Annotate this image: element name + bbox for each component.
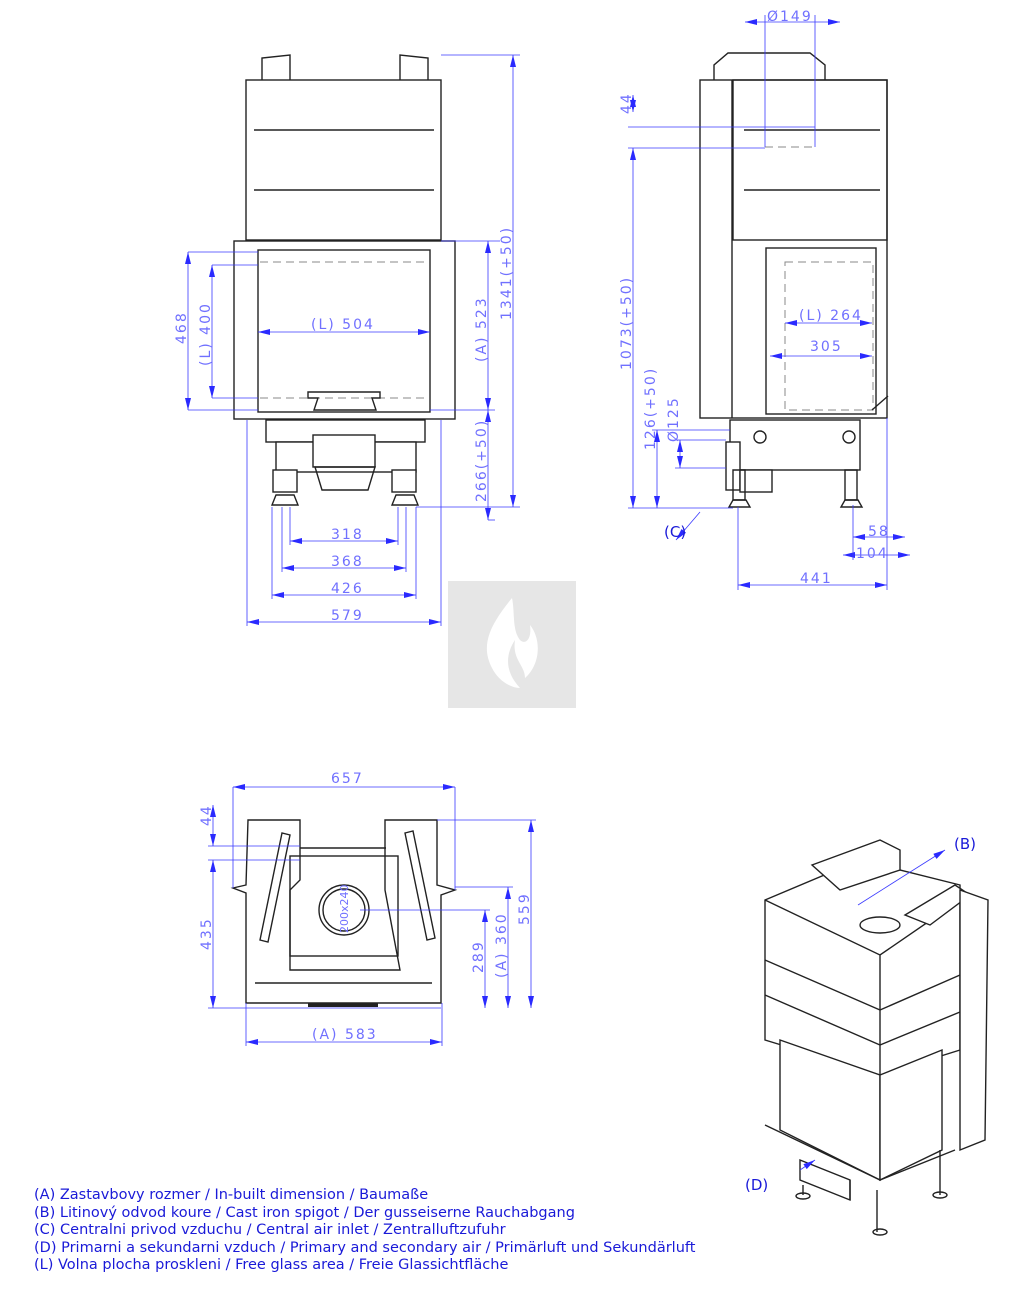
dim-58: 58: [868, 524, 890, 540]
isometric-view: [764, 839, 989, 1236]
top-view: [230, 819, 458, 1007]
legend-item-c: (C) Centralni privod vzduchu / Central a…: [34, 1222, 506, 1239]
dim-glass-width: (L) 504: [311, 317, 375, 333]
legend-item-d: (D) Primarni a sekundarni vzduch / Prima…: [34, 1239, 696, 1256]
dim-top-44: 44: [199, 804, 215, 826]
dim-305: 305: [810, 339, 843, 355]
handle-icon: [261, 54, 429, 80]
dim-441: 441: [800, 571, 833, 587]
leader-line: [857, 849, 946, 906]
dim-total-height: 1341(+50): [499, 226, 515, 320]
dim-426: 426: [331, 581, 364, 597]
label-c: (C): [664, 523, 686, 541]
dim-468: 468: [174, 311, 190, 344]
dim-glass-height: (L) 400: [198, 302, 214, 366]
leader-line: [675, 511, 701, 541]
dim-579: 579: [331, 608, 364, 624]
label-b: (B): [954, 835, 976, 853]
dim-1073: 1073(+50): [619, 276, 635, 370]
dim-flue-diameter: Ø149: [767, 9, 813, 25]
front-view: [233, 54, 456, 506]
dim-368: 368: [331, 554, 364, 570]
dim-side-glass: (L) 264: [799, 308, 863, 324]
flame-logo: [448, 581, 576, 708]
dim-657: 657: [331, 771, 364, 787]
label-d: (D): [745, 1176, 768, 1194]
dim-flue-size: 200x240: [338, 884, 351, 933]
dim-559: 559: [517, 892, 533, 925]
dimension-lines: [185, 15, 946, 1171]
dim-435: 435: [199, 917, 215, 950]
dim-side-44: 44: [619, 92, 635, 114]
side-view: [699, 52, 889, 508]
dim-a583: (A) 583: [312, 1027, 378, 1043]
legend-item-b: (B) Litinový odvod koure / Cast iron spi…: [34, 1204, 575, 1221]
dim-289: 289: [471, 940, 487, 973]
legend-item-a: (A) Zastavbovy rozmer / In-built dimensi…: [34, 1187, 429, 1203]
dim-a360: (A) 360: [494, 912, 510, 978]
dim-base-height: 266(+50): [474, 419, 490, 502]
leader-line: [799, 1159, 816, 1171]
dim-126: 126(+50): [643, 367, 659, 450]
dim-318: 318: [331, 527, 364, 543]
legend-item-l: (L) Volna plocha proskleni / Free glass …: [34, 1257, 509, 1274]
legend: (A) Zastavbovy rozmer / In-built dimensi…: [34, 1187, 695, 1275]
dim-air-diameter: Ø125: [666, 396, 682, 442]
dim-104: 104: [856, 546, 889, 562]
dim-a523: (A) 523: [474, 296, 490, 362]
